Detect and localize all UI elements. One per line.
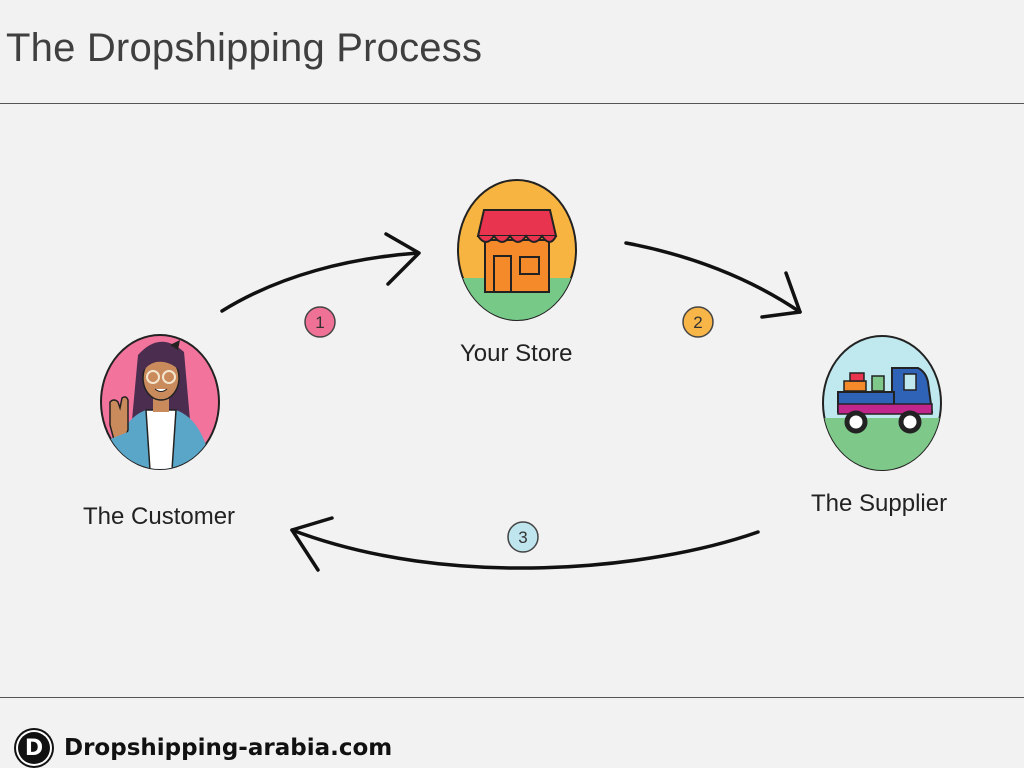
site-logo: D — [18, 732, 50, 764]
arrow-supplier-to-customer — [290, 516, 760, 572]
header-divider — [0, 103, 1024, 104]
step-number-1: 1 — [315, 313, 324, 332]
footer: D Dropshipping-arabia.com — [18, 728, 392, 768]
page-title: The Dropshipping Process — [6, 26, 483, 70]
step-badge-2: 2 — [682, 306, 714, 338]
store-icon — [457, 179, 577, 321]
customer-label: The Customer — [83, 503, 236, 530]
site-url[interactable]: Dropshipping-arabia.com — [64, 735, 393, 761]
customer-icon — [100, 334, 220, 470]
step-badge-3: 3 — [507, 521, 539, 553]
arrow-store-to-supplier — [624, 241, 802, 319]
step-number-2: 2 — [693, 313, 702, 332]
footer-divider — [0, 697, 1024, 698]
store-label: Your Store — [460, 340, 573, 367]
delivery-truck-icon — [822, 335, 942, 471]
arrow-customer-to-store — [220, 232, 421, 313]
supplier-label: The Supplier — [811, 490, 948, 517]
step-number-3: 3 — [518, 528, 527, 547]
step-badge-1: 1 — [304, 306, 336, 338]
